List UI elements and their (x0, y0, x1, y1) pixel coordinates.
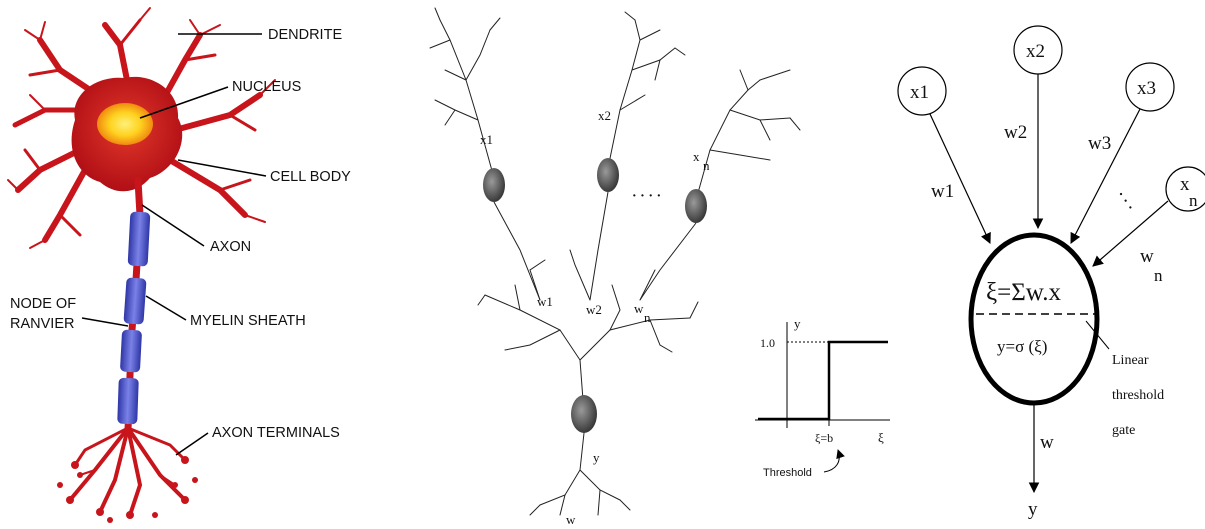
threshold-pointer-arrow (824, 450, 839, 472)
threshold-caption: Threshold (763, 467, 812, 479)
node-of-ranvier-leader-line (82, 318, 128, 326)
step-function-curve (758, 342, 888, 419)
sketch-bottom-w-label: w (566, 512, 576, 527)
dendrite-label: DENDRITE (268, 27, 342, 43)
threshold-plot: y 1.0 ξ=b ξ Threshold (755, 316, 890, 479)
node-of-ranvier-label-line1: NODE OF (10, 296, 76, 312)
input-node-x2-label: x2 (1026, 41, 1045, 62)
myelin-sheath (117, 212, 150, 425)
perceptron-ellipsis: · · · (1113, 188, 1137, 214)
arrow-x3 (1071, 109, 1140, 243)
weight-w2-label: w2 (1004, 122, 1027, 143)
output-y-label: y (1028, 499, 1038, 520)
nucleus-label: NUCLEUS (232, 79, 301, 95)
input-soma-xn (685, 189, 707, 223)
node-of-ranvier-label-line2: RANVIER (10, 316, 74, 332)
weight-wn-subscript: n (1154, 266, 1163, 285)
activation-formula: y=σ (ξ) (997, 337, 1047, 356)
biological-neuron: DENDRITE NUCLEUS CELL BODY AXON NODE OF … (8, 8, 351, 523)
input-node-x3-label: x3 (1137, 78, 1156, 99)
myelin-segment (120, 330, 142, 373)
axon-terminals (70, 428, 185, 515)
axon-terminals-leader-line (176, 433, 208, 455)
myelin-segment (123, 277, 146, 324)
sketch-weight-w2-label: w2 (586, 302, 602, 317)
input-axons (494, 192, 696, 300)
arrow-xn (1093, 201, 1168, 266)
sketch-input-xn-subscript: n (703, 158, 710, 173)
sketch-ellipsis: · · · · (632, 189, 661, 204)
gate-label-line1: Linear (1112, 353, 1149, 368)
summation-formula: ξ=Σw.x (986, 279, 1061, 306)
sketch-weight-w1-label: w1 (537, 294, 553, 309)
sketch-input-x1-label: x1 (480, 132, 493, 147)
gate-label-line2: threshold (1112, 388, 1164, 403)
sketch-weight-wn-subscript: n (644, 310, 651, 325)
weight-w1-label: w1 (931, 181, 954, 202)
myelin-sheath-leader-line (146, 296, 186, 320)
output-soma (571, 395, 597, 433)
input-node-xn-subscript: n (1189, 191, 1198, 210)
sketch-output-y-label: y (593, 450, 600, 465)
sketch-weight-wn-label: w (634, 301, 644, 316)
output-axon-arbor (530, 433, 630, 515)
gate-label-line3: gate (1112, 423, 1135, 438)
plot-y-axis-label: y (794, 316, 801, 331)
input-node-x1-label: x1 (910, 82, 929, 103)
myelin-segment (117, 378, 139, 425)
axon-label: AXON (210, 239, 251, 255)
weight-w3-label: w3 (1088, 133, 1111, 154)
plot-y-tick-label: 1.0 (760, 336, 775, 350)
output-dendrite-arbor (478, 250, 698, 400)
nucleus (97, 103, 153, 145)
myelin-segment (128, 212, 151, 267)
input-soma-x1 (483, 168, 505, 202)
axon-terminals-label: AXON TERMINALS (212, 425, 340, 441)
perceptron-model: x1 x2 x3 x n w1 w2 w3 w n · · · ξ=Σw.x y… (898, 26, 1205, 520)
plot-x-tick-label: ξ=b (815, 431, 833, 445)
input-soma-x2 (597, 158, 619, 192)
plot-x-axis-label: ξ (878, 430, 884, 445)
neuron-sketch: x1 x2 x n · · · · w1 w2 w n y w (430, 8, 800, 527)
output-weight-label: w (1040, 432, 1054, 453)
axon-leader-line (142, 205, 204, 246)
sketch-input-x2-label: x2 (598, 108, 611, 123)
myelin-sheath-label: MYELIN SHEATH (190, 313, 306, 329)
perceptron-neuron-body (971, 235, 1097, 403)
arrow-x1 (930, 114, 990, 243)
weight-wn-label: w (1140, 246, 1154, 267)
cell-body-label: CELL BODY (270, 169, 351, 185)
sketch-input-xn-label: x (693, 149, 700, 164)
